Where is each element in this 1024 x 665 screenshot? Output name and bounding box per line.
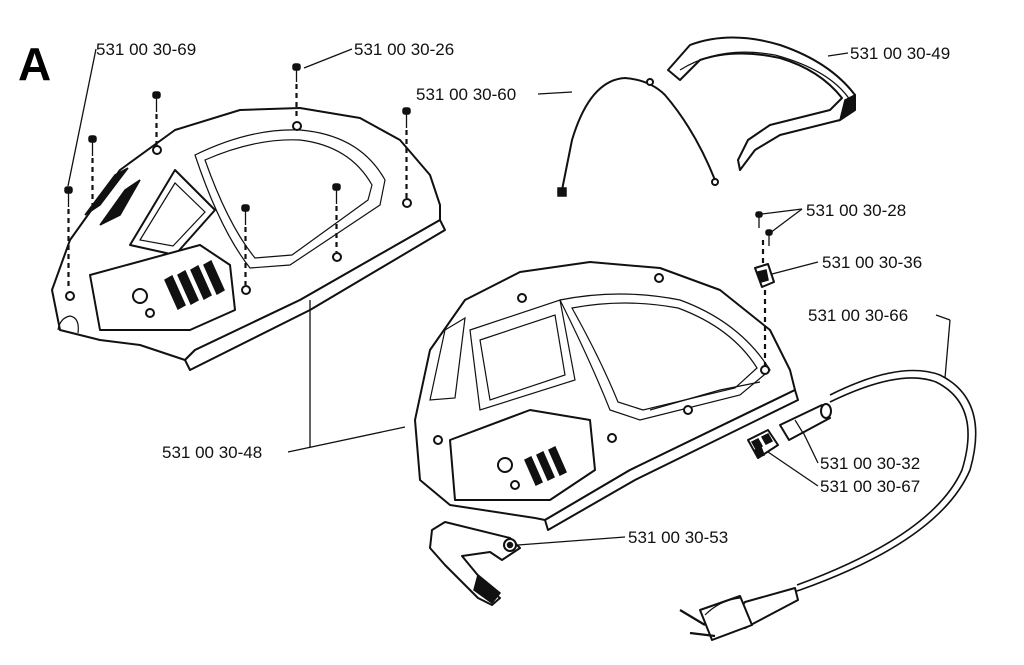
callout-531-00-30-60: 531 00 30-60	[416, 85, 516, 104]
clip-part-36	[754, 263, 775, 288]
callout-531-00-30-49: 531 00 30-49	[850, 44, 950, 63]
callout-531-00-30-36: 531 00 30-36	[822, 253, 922, 272]
cover-screws	[64, 63, 411, 290]
switch-lever-part-53	[429, 521, 521, 606]
handle-bow-part-49	[667, 36, 856, 171]
callout-531-00-30-66: 531 00 30-66	[808, 306, 908, 325]
screws-part-28	[755, 211, 773, 370]
terminal-part-67	[747, 429, 779, 459]
section-letter: A	[18, 38, 51, 90]
leader-lines	[67, 48, 951, 546]
callout-531-00-30-53: 531 00 30-53	[628, 528, 728, 547]
callout-531-00-30-48: 531 00 30-48	[162, 443, 262, 462]
lower-housing	[414, 261, 799, 531]
callout-531-00-30-26: 531 00 30-26	[354, 40, 454, 59]
cord-protector-part-32	[779, 403, 832, 441]
power-cord-part-66	[679, 369, 977, 641]
part-number-callouts: 531 00 30-69 531 00 30-26 531 00 30-60 5…	[96, 40, 950, 547]
callout-531-00-30-67: 531 00 30-67	[820, 477, 920, 496]
cable-part-60	[557, 76, 719, 197]
callout-531-00-30-32: 531 00 30-32	[820, 454, 920, 473]
callout-531-00-30-69: 531 00 30-69	[96, 40, 196, 59]
upper-housing-cover	[51, 107, 446, 371]
callout-531-00-30-28: 531 00 30-28	[806, 201, 906, 220]
